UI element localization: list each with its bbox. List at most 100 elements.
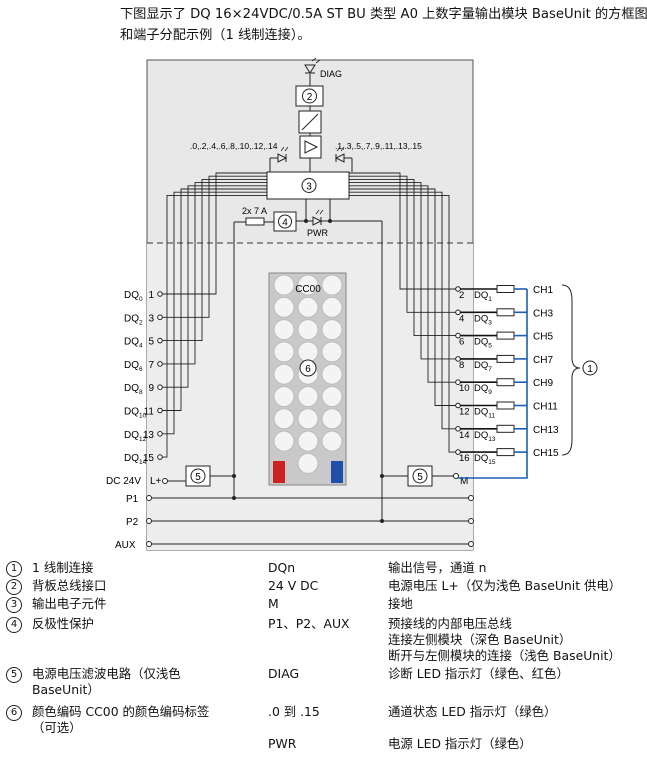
left-terminal [157, 337, 163, 344]
channel-label: CH13 [533, 425, 559, 436]
color-coding-slot [321, 296, 343, 318]
right-terminal-label: DQ5 [474, 337, 492, 350]
blue-supply-marker [331, 461, 343, 483]
actuator-icon [496, 424, 515, 433]
left-terminal-number: 11 [144, 407, 155, 418]
legend-term: .0 到 .15 [268, 704, 320, 719]
legend-description: 反极性保护 [32, 616, 94, 631]
legend-term: PWR [268, 736, 297, 751]
right-terminal-label: DQ9 [474, 383, 492, 396]
color-coding-slot [273, 408, 295, 430]
right-terminal-number: 12 [459, 407, 470, 418]
badge-2: 2 [307, 92, 313, 103]
left-terminal-label: DQ8 [124, 383, 143, 396]
right-terminal-label: DQ13 [474, 430, 496, 443]
color-coding-slot [321, 408, 343, 430]
red-supply-marker [273, 461, 285, 483]
right-channel-wire [349, 194, 456, 453]
legend-badge: 6 [6, 705, 22, 721]
legend-badge: 1 [6, 561, 22, 577]
legend-meaning: 输出信号，通道 n [388, 560, 487, 575]
left-terminal-number: 9 [148, 383, 154, 394]
actuator-icon [496, 354, 515, 363]
color-coding-slot [273, 363, 295, 385]
left-terminal-number: 7 [148, 360, 154, 371]
legend-term: M [268, 596, 279, 611]
left-terminal-label: DQ10 [124, 407, 147, 420]
color-coding-slot [297, 296, 319, 318]
left-terminal-label: DQ0 [124, 290, 143, 303]
left-terminal-number: 5 [148, 337, 154, 348]
legend-description: 颜色编码 CC00 的颜色编码标签 [32, 704, 210, 719]
legend-meaning: 电源 LED 指示灯（绿色） [388, 736, 532, 751]
right-channel-wire [349, 188, 456, 406]
legend-badge: 3 [6, 597, 22, 613]
color-coding-slot [297, 386, 319, 407]
legend-description-cont: BaseUnit） [32, 682, 100, 697]
legend-meaning: 断开与左侧模块的连接（浅色 BaseUnit） [388, 648, 621, 663]
left-terminal [157, 454, 163, 460]
actuator-icon [496, 401, 515, 410]
badge-6: 6 [305, 364, 311, 375]
left-terminal-label: DQ14 [124, 453, 147, 466]
right-terminal-number: 16 [459, 453, 470, 464]
lplus-label: L+ [150, 476, 162, 487]
legend-description-cont: （可选） [32, 720, 82, 735]
color-coding-slot [273, 274, 295, 296]
badge-4: 4 [282, 218, 288, 229]
color-coding-slot [297, 430, 319, 452]
left-terminal [157, 407, 163, 414]
left-terminal-label: DQ4 [124, 337, 143, 350]
diag-led-icon [304, 57, 321, 74]
badge-5-right: 5 [417, 472, 423, 483]
badge-5-left: 5 [195, 472, 201, 483]
left-channel-wire [162, 172, 267, 295]
color-coding-slot [321, 319, 343, 341]
legend-description: 1 线制连接 [32, 560, 94, 575]
left-terminal-label: DQ6 [124, 360, 143, 373]
intro-line-1: 下图显示了 DQ 16×24VDC/0.5A ST BU 类型 A0 上数字量输… [120, 7, 647, 22]
left-terminal-number: 13 [143, 430, 155, 441]
right-terminal-label: DQ15 [474, 453, 496, 466]
left-terminal-number: 15 [143, 453, 155, 464]
right-terminal-number: 10 [459, 383, 470, 394]
channel-label: CH1 [533, 285, 553, 296]
badge-1: 1 [587, 364, 593, 375]
color-coding-slot [321, 363, 343, 385]
right-terminal-label: DQ11 [474, 407, 495, 420]
left-channel-wire [162, 185, 267, 388]
legend-meaning: 诊断 LED 指示灯（绿色、红色） [388, 666, 569, 681]
legend-term: DIAG [268, 666, 300, 681]
legend-description: 背板总线接口 [32, 578, 107, 593]
color-coding-slot [273, 386, 295, 407]
left-terminal [157, 384, 163, 391]
odd-channel-leds-label: .1,.3,.5,.7,.9,.11,.13,.15 [335, 141, 422, 151]
diag-label: DIAG [320, 69, 342, 79]
channel-label: CH7 [533, 355, 553, 366]
left-channel-wire [162, 178, 267, 342]
p2-label: P2 [126, 517, 139, 528]
bus-p2 [146, 518, 474, 524]
legend-term: DQn [268, 560, 296, 575]
actuator-icon [496, 285, 515, 293]
left-terminal [157, 361, 163, 367]
fuse-icon [245, 217, 265, 226]
channel-group-brace [561, 284, 581, 456]
color-coding-slot [321, 430, 343, 452]
legend-badge: 5 [6, 667, 22, 683]
cc-label: CC00 [295, 284, 321, 295]
right-terminal-number: 8 [459, 360, 464, 371]
color-coding-slot [273, 319, 295, 341]
left-terminal [157, 291, 163, 297]
aux-label: AUX [115, 540, 136, 551]
right-terminal-number: 2 [459, 290, 464, 301]
p1-label: P1 [126, 494, 139, 505]
even-channel-leds-label: .0,.2,.4,.6,.8,.10,.12,.14 [190, 141, 278, 151]
color-coding-slot [321, 341, 343, 363]
left-terminal [157, 314, 163, 321]
actuator-icon [496, 378, 515, 387]
intro-text: 下图显示了 DQ 16×24VDC/0.5A ST BU 类型 A0 上数字量输… [120, 4, 647, 46]
legend-term: P1、P2、AUX [268, 616, 350, 631]
left-terminal-label: DQ12 [124, 430, 147, 443]
block-diagram: DIAG 2 .0,.2,.4,.6,.8,.10,.12,.14 .1,.3,… [106, 57, 598, 551]
